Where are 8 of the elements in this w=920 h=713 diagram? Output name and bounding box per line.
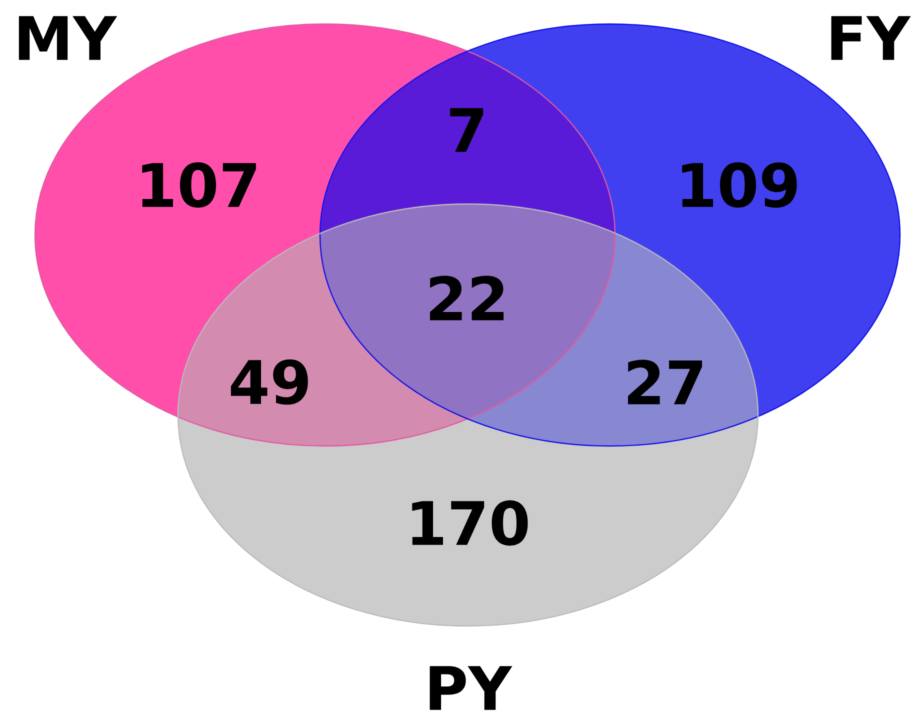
count-label: 7 — [450, 108, 484, 152]
count-label: 107 — [142, 162, 256, 208]
node-label: PY — [430, 666, 512, 710]
count-label: 49 — [230, 359, 308, 405]
count-label: 109 — [682, 162, 797, 208]
count-label: 170 — [412, 500, 528, 546]
count-label: 27 — [628, 360, 702, 404]
count-label: 22 — [430, 276, 504, 320]
